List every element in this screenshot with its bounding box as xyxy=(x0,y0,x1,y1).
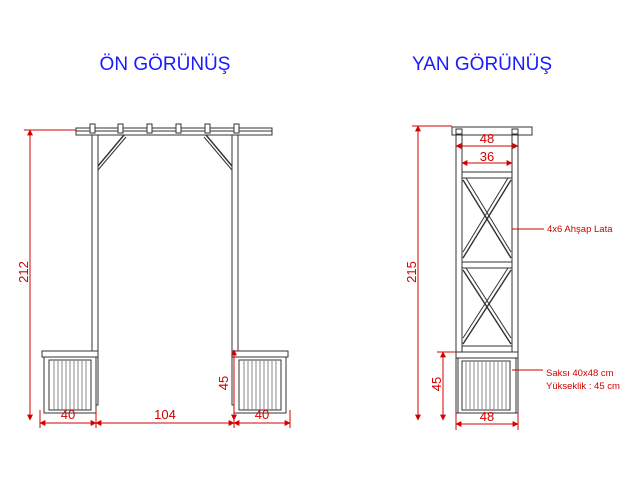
front-opening-width-label: 104 xyxy=(154,407,176,422)
side-view-title: YAN GÖRÜNÜŞ xyxy=(412,54,552,75)
front-dim-planter-height: 45 xyxy=(216,349,237,421)
lattice-note-label: 4x6 Ahşap Lata xyxy=(547,224,613,235)
side-lattice-lower xyxy=(462,267,512,345)
side-note-lattice: 4x6 Ahşap Lata xyxy=(512,224,613,235)
front-right-width-label: 40 xyxy=(255,407,269,422)
front-planter-left xyxy=(41,350,99,414)
side-view: YAN GÖRÜNÜŞ xyxy=(404,54,620,430)
front-posts xyxy=(91,134,239,406)
front-top-beam xyxy=(75,123,273,136)
side-dim-top-width: 48 xyxy=(455,131,519,149)
side-dim-height: 215 xyxy=(404,125,452,421)
side-planter-height-label: 45 xyxy=(429,377,444,391)
front-planter-height-label: 45 xyxy=(216,376,231,390)
side-dim-bottom-width: 48 xyxy=(455,409,519,430)
front-view-title: ÖN GÖRÜNÜŞ xyxy=(100,54,231,75)
side-lattice-upper xyxy=(462,177,512,259)
front-dim-bottom: 40 104 40 xyxy=(39,407,291,428)
front-left-width-label: 40 xyxy=(61,407,75,422)
front-height-label: 212 xyxy=(16,261,31,283)
side-frame xyxy=(455,134,519,414)
side-planter xyxy=(455,351,519,414)
side-dim-inner-width: 36 xyxy=(461,149,513,166)
front-view: ÖN GÖRÜNÜŞ xyxy=(16,54,291,428)
front-dim-height: 212 xyxy=(16,129,76,421)
front-planter-right xyxy=(231,350,289,414)
side-bottom-width-label: 48 xyxy=(480,409,494,424)
side-inner-width-label: 36 xyxy=(480,149,494,164)
side-height-label: 215 xyxy=(404,261,419,283)
planter-note-line2: Yükseklik : 45 cm xyxy=(546,381,620,392)
side-top-cap xyxy=(451,126,533,136)
side-note-planter: Saksı 40x48 cm Yükseklik : 45 cm xyxy=(512,368,620,392)
planter-note-line1: Saksı 40x48 cm xyxy=(546,368,614,379)
side-dim-planter-height: 45 xyxy=(429,351,456,421)
side-top-width-label: 48 xyxy=(480,131,494,146)
